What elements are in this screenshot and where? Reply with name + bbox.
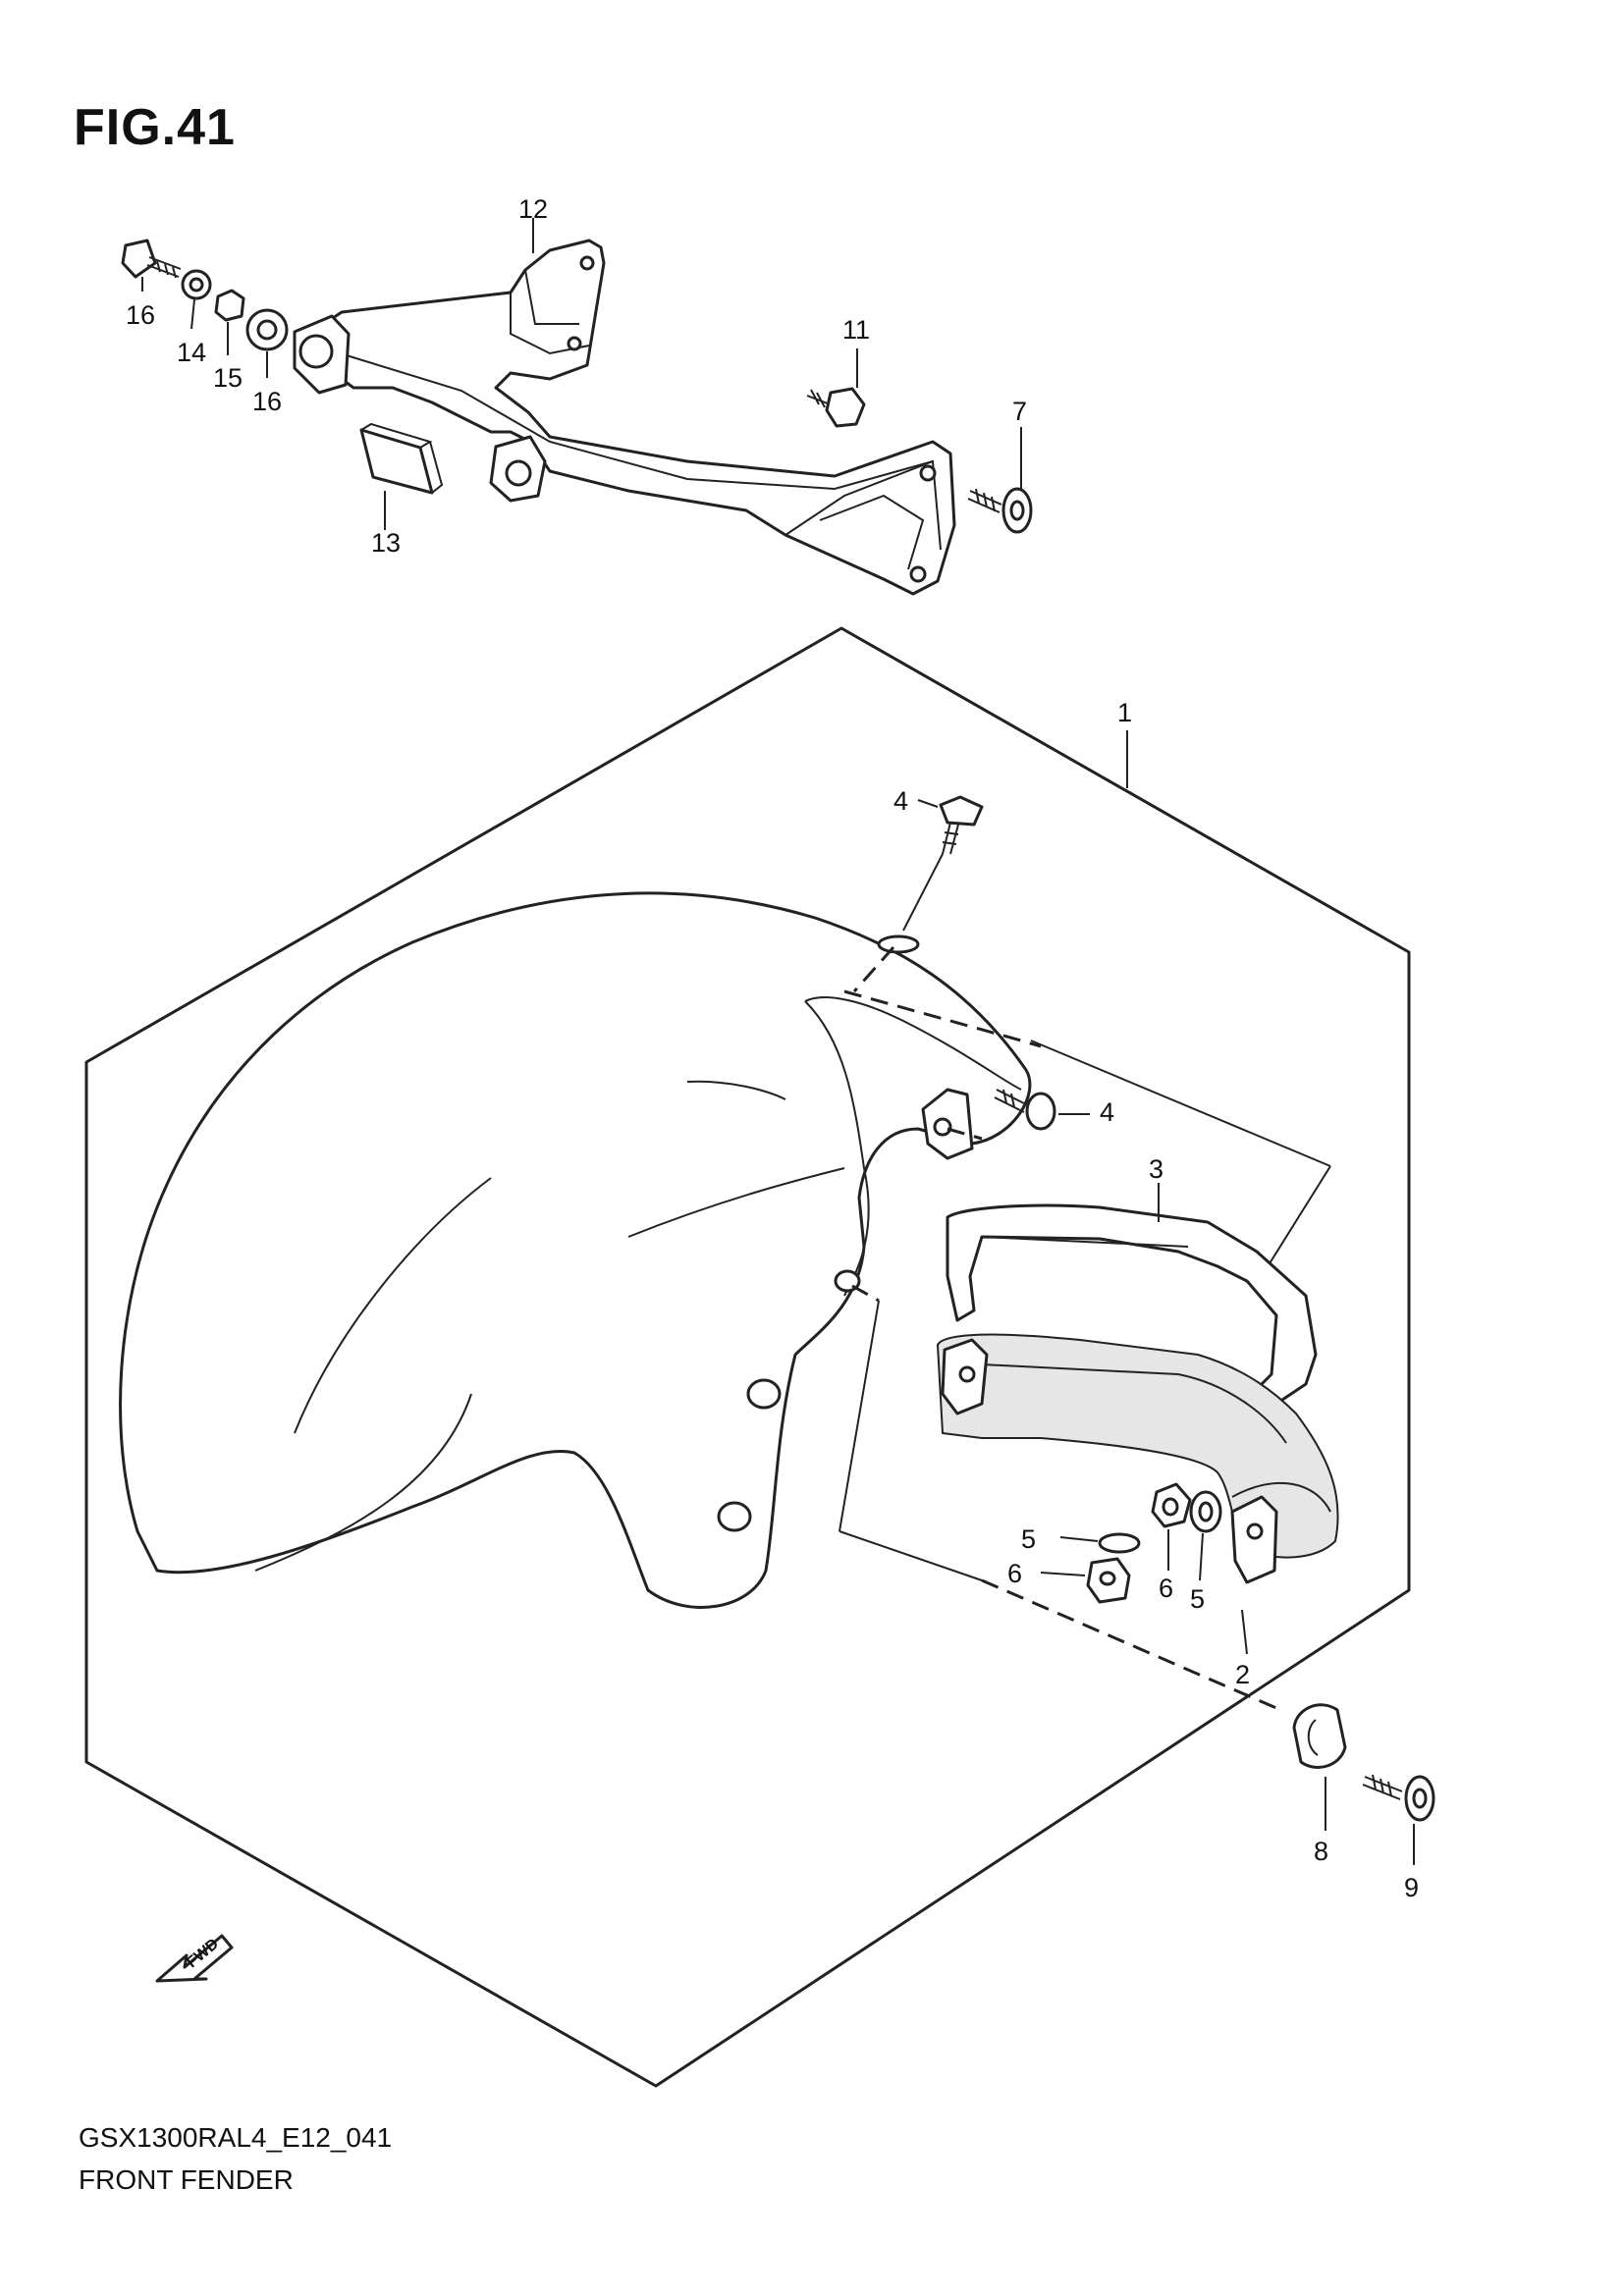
callout-3: 3	[1149, 1154, 1163, 1184]
fender-brace-assembly	[121, 218, 1033, 596]
front-fender	[119, 891, 1032, 1609]
callout-13: 14	[177, 338, 206, 367]
callout-14: 15	[213, 363, 243, 393]
bolt-7	[967, 487, 1033, 534]
inner-fender-2	[937, 1333, 1339, 1584]
assembly-boundary	[84, 626, 1411, 2088]
callout-12: 13	[371, 528, 401, 558]
bolt-9	[1362, 1774, 1435, 1822]
nut-6-left	[1086, 1557, 1131, 1604]
callout-4-upper: 4	[893, 786, 908, 816]
model-code: GSX1300RAL4_E12_041	[79, 2122, 393, 2153]
forward-arrow-icon: FWD	[155, 1934, 234, 1983]
callout-5-left: 5	[1021, 1524, 1036, 1554]
section-name: FRONT FENDER	[79, 2164, 294, 2195]
fender-brace	[310, 239, 956, 596]
callout-4-side: 4	[1100, 1097, 1114, 1127]
bolt-16	[121, 239, 182, 279]
screw-4-upper	[939, 795, 984, 855]
clip-5-left	[1098, 1532, 1141, 1554]
callout-6-left: 6	[1007, 1559, 1022, 1588]
grommet-8	[1292, 1703, 1347, 1769]
fender-brace-3	[946, 1203, 1318, 1445]
callout-15: 16	[252, 387, 282, 416]
figure-title: FIG.41	[74, 99, 236, 156]
callout-8: 8	[1314, 1837, 1328, 1866]
callout-10: 11	[842, 315, 870, 345]
callout-5-right: 5	[1190, 1584, 1205, 1614]
callout-11: 12	[518, 194, 548, 224]
nut-10	[806, 387, 866, 428]
clip-5-right	[1189, 1490, 1222, 1533]
callout-9: 9	[1404, 1873, 1419, 1902]
callout-2: 2	[1235, 1660, 1250, 1689]
callout-1: 1	[1117, 698, 1132, 727]
callout-16: 16	[126, 300, 155, 330]
nut-6-right	[1151, 1482, 1192, 1528]
screw-4-side	[994, 1089, 1056, 1131]
callout-7: 7	[1012, 397, 1027, 426]
collar-14	[214, 289, 245, 322]
callout-6-right: 6	[1159, 1574, 1173, 1603]
cushion-pad-12	[359, 422, 444, 495]
